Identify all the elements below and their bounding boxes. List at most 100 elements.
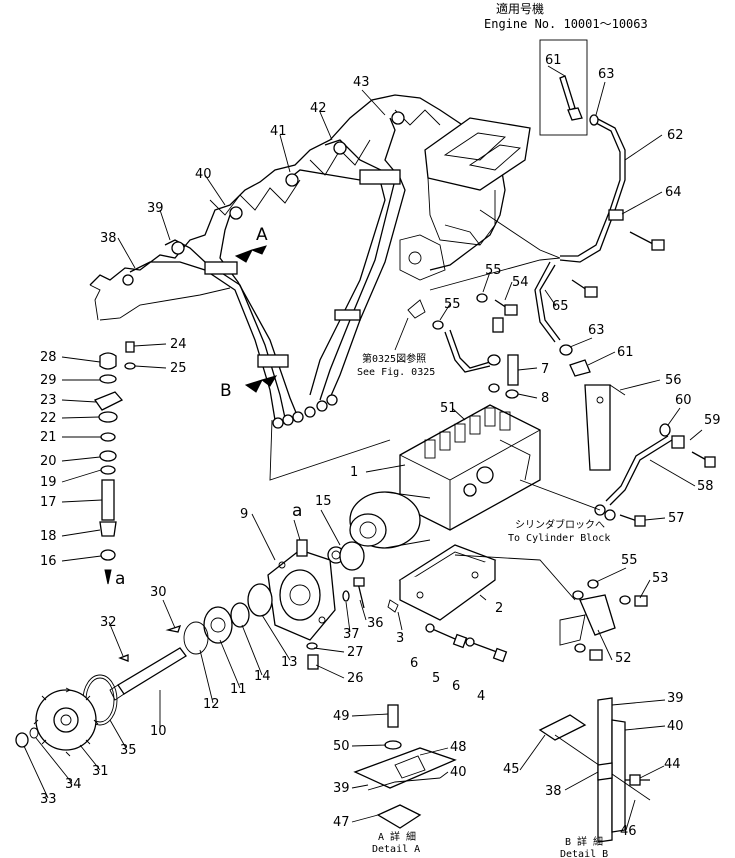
callout-38b: 38 xyxy=(545,784,562,799)
callout-labels: 1 2 3 4 5 6 6 7 8 9 10 11 12 13 14 15 16… xyxy=(40,53,721,839)
leader-lines xyxy=(23,65,703,831)
callout-40b: 40 xyxy=(450,765,467,780)
right-assembly xyxy=(432,39,716,661)
callout-6a: 6 xyxy=(410,656,418,671)
detail-b xyxy=(538,697,651,843)
callout-34: 34 xyxy=(65,777,82,792)
callout-59: 59 xyxy=(704,413,721,428)
callout-8: 8 xyxy=(541,391,549,406)
injection-pump xyxy=(349,404,541,549)
detail-b-en: Detail B xyxy=(560,849,608,858)
callout-43: 43 xyxy=(353,75,370,90)
callout-49: 49 xyxy=(333,709,350,724)
to-block-en: To Cylinder Block xyxy=(508,533,610,544)
injection-pipes xyxy=(122,111,406,429)
detail-a-jp: A 詳 細 xyxy=(378,830,416,843)
callout-47: 47 xyxy=(333,815,350,830)
callout-40: 40 xyxy=(195,167,212,182)
callout-21: 21 xyxy=(40,430,57,445)
callout-28: 28 xyxy=(40,350,57,365)
callout-26: 26 xyxy=(347,671,364,686)
callout-22: 22 xyxy=(40,411,57,426)
callout-2: 2 xyxy=(495,601,503,616)
callout-39: 39 xyxy=(147,201,164,216)
callout-48: 48 xyxy=(450,740,467,755)
to-block-jp: シリンダブロックへ xyxy=(515,518,605,531)
callout-11: 11 xyxy=(230,682,247,697)
callout-58: 58 xyxy=(697,479,714,494)
callout-65: 65 xyxy=(552,299,569,314)
callout-9: 9 xyxy=(240,507,248,522)
engine-range: Engine No. 10001～10063 xyxy=(484,17,648,31)
callout-17: 17 xyxy=(40,495,57,510)
detail-a-en: Detail A xyxy=(372,844,420,855)
callout-40c: 40 xyxy=(667,719,684,734)
callout-63a: 63 xyxy=(598,67,615,82)
callout-16: 16 xyxy=(40,554,57,569)
drive-housing xyxy=(267,539,345,641)
callout-4: 4 xyxy=(477,689,485,704)
callout-56: 56 xyxy=(665,373,682,388)
see-fig-en: See Fig. 0325 xyxy=(357,367,435,378)
marker-a-bottom: a xyxy=(115,569,125,589)
callout-50: 50 xyxy=(333,739,350,754)
callout-36: 36 xyxy=(367,616,384,631)
marker-a: A xyxy=(256,225,268,245)
callout-52: 52 xyxy=(615,651,632,666)
pump-bracket xyxy=(398,544,497,621)
callout-20: 20 xyxy=(40,454,57,469)
callout-41: 41 xyxy=(270,124,287,139)
callout-24: 24 xyxy=(170,337,187,352)
callout-15: 15 xyxy=(315,494,332,509)
callout-23: 23 xyxy=(40,393,57,408)
callout-3: 3 xyxy=(396,631,404,646)
callout-63b: 63 xyxy=(588,323,605,338)
arrow-b xyxy=(244,375,278,393)
callout-25: 25 xyxy=(170,361,187,376)
callout-13: 13 xyxy=(281,655,298,670)
stud-stack xyxy=(93,341,136,585)
callout-33: 33 xyxy=(40,792,57,807)
callout-61b: 61 xyxy=(617,345,634,360)
detail-a xyxy=(353,704,457,829)
callout-42: 42 xyxy=(310,101,327,116)
callout-30: 30 xyxy=(150,585,167,600)
callout-31: 31 xyxy=(92,764,109,779)
see-fig-jp: 第0325図参照 xyxy=(362,352,426,365)
callout-55c: 55 xyxy=(621,553,638,568)
callout-14: 14 xyxy=(254,669,271,684)
applicable-label: 適用号機 xyxy=(496,1,544,16)
callout-32: 32 xyxy=(100,615,117,630)
callout-6b: 6 xyxy=(452,679,460,694)
marker-a-top: a xyxy=(292,501,302,521)
callout-27: 27 xyxy=(347,645,364,660)
callout-55b: 55 xyxy=(444,297,461,312)
callout-12: 12 xyxy=(203,697,220,712)
callout-38: 38 xyxy=(100,231,117,246)
callout-7: 7 xyxy=(541,362,549,377)
callout-44: 44 xyxy=(664,757,681,772)
callout-10: 10 xyxy=(150,724,167,739)
callout-53: 53 xyxy=(652,571,669,586)
callout-64: 64 xyxy=(665,185,682,200)
arrow-a xyxy=(234,245,267,263)
drive-parts xyxy=(15,541,365,757)
callout-51: 51 xyxy=(440,401,457,416)
callout-61a: 61 xyxy=(545,53,562,68)
callout-37: 37 xyxy=(343,627,360,642)
callout-1: 1 xyxy=(350,465,358,480)
callout-54: 54 xyxy=(512,275,529,290)
callout-57: 57 xyxy=(668,511,685,526)
callout-5: 5 xyxy=(432,671,440,686)
callout-45: 45 xyxy=(503,762,520,777)
detail-b-jp: B 詳 細 xyxy=(565,835,603,848)
callout-35: 35 xyxy=(120,743,137,758)
callout-39c: 39 xyxy=(667,691,684,706)
marker-b: B xyxy=(220,381,232,401)
callout-62: 62 xyxy=(667,128,684,143)
callout-29: 29 xyxy=(40,373,57,388)
callout-19: 19 xyxy=(40,475,57,490)
callout-46: 46 xyxy=(620,824,637,839)
callout-60: 60 xyxy=(675,393,692,408)
